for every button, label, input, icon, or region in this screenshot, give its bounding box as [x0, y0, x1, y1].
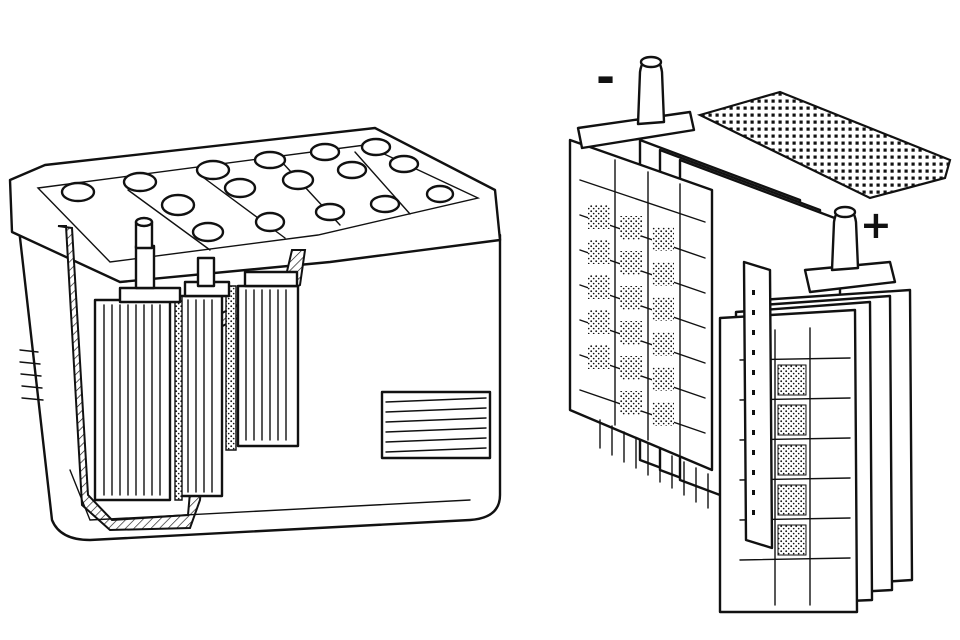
cell-caps: [60, 137, 455, 243]
plate-stacks: [93, 284, 300, 502]
separator-sheet: [696, 90, 952, 200]
cell-fill: [174, 295, 183, 501]
negative-terminal-label: -: [596, 50, 616, 104]
side-louvres: [19, 349, 44, 401]
negative-plate-grid-fill: [588, 205, 674, 426]
negative-strap: [576, 110, 696, 150]
positive-strap: [803, 260, 897, 294]
case-lid: [8, 126, 502, 284]
plate-assembly: [568, 55, 952, 614]
battery-case-cutaway: [8, 126, 502, 542]
vent-louvres: [380, 390, 492, 460]
positive-terminal-label: +: [860, 203, 892, 247]
plate-lugs: [599, 419, 709, 509]
middle-separator: [742, 260, 774, 550]
